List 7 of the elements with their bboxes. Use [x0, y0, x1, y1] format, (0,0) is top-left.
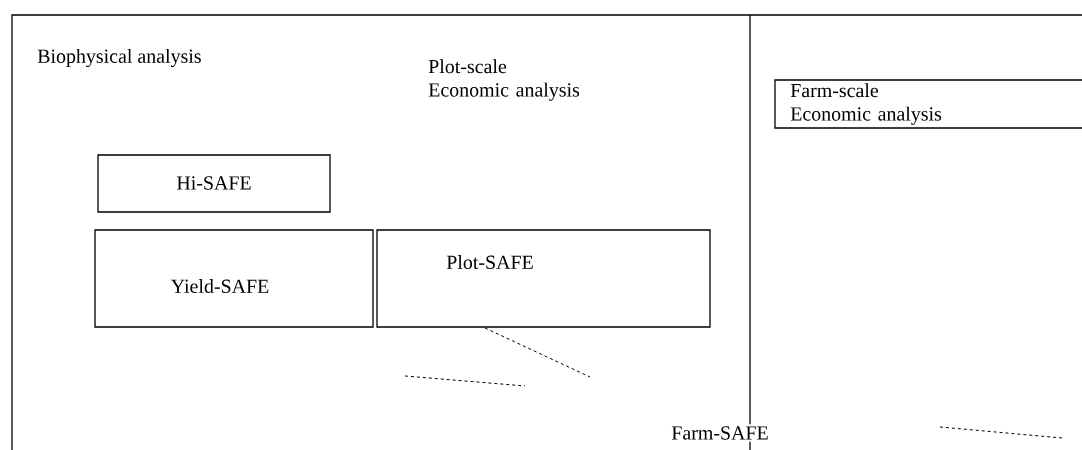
heading-text: Biophysical analysis — [35, 46, 204, 70]
model-box: Yield-SAFE — [94, 229, 374, 328]
model-box: Plot-SAFE — [376, 229, 711, 328]
heading-text: Plot-scale Economic analysis — [428, 59, 580, 101]
model-box: Hi-SAFE — [97, 154, 331, 213]
heading-text: Farm-SAFE — [669, 424, 771, 442]
model-box: Farm-scale Economic analysis — [774, 79, 1082, 129]
